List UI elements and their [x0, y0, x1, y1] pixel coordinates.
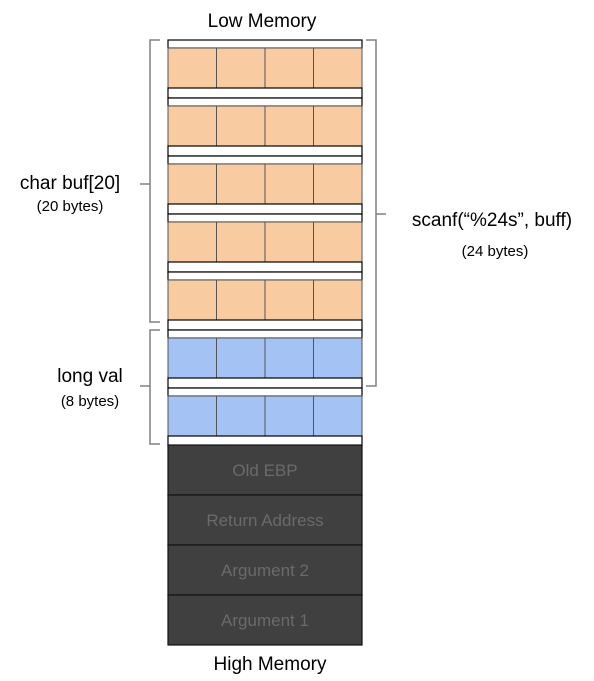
row-separator	[167, 97, 363, 107]
row-separator	[167, 271, 363, 281]
buf-byte-cell	[264, 47, 314, 89]
buf-byte-cell	[216, 47, 266, 89]
row-separator	[167, 39, 363, 49]
high-memory-label: High Memory	[214, 654, 327, 675]
stack-block	[167, 544, 363, 596]
stack-block-label: Argument 1	[221, 611, 309, 630]
buf-byte-cell	[167, 47, 217, 89]
stack-block-label: Return Address	[206, 511, 323, 530]
row-separator	[167, 377, 363, 389]
memory-column	[167, 39, 363, 447]
val-byte-cell	[264, 337, 314, 379]
buf-byte-cell	[216, 221, 266, 263]
buf-byte-cell	[216, 163, 266, 205]
val-byte-cell	[313, 395, 363, 437]
val-brace	[140, 329, 160, 445]
val-byte-cell	[216, 337, 266, 379]
buf-byte-cell	[313, 105, 363, 147]
val-byte-cell	[264, 395, 314, 437]
buf-byte-cell	[313, 47, 363, 89]
val-row	[167, 395, 363, 437]
buf-row	[167, 221, 363, 263]
buf-byte-cell	[167, 221, 217, 263]
scanf-size-label: (24 bytes)	[462, 243, 529, 260]
row-separator	[167, 387, 363, 397]
stack-block	[167, 444, 363, 496]
buf-byte-cell	[216, 105, 266, 147]
scanf-brace	[366, 39, 386, 387]
val-byte-cell	[216, 395, 266, 437]
buf-row	[167, 105, 363, 147]
buf-byte-cell	[167, 163, 217, 205]
buf-byte-cell	[216, 279, 266, 321]
buf-brace	[140, 39, 160, 323]
val-byte-cell	[313, 337, 363, 379]
buf-row	[167, 47, 363, 89]
buf-byte-cell	[313, 221, 363, 263]
stack-block-label: Argument 2	[221, 561, 309, 580]
scanf-call-label: scanf(“%24s”, buff)	[412, 210, 572, 231]
buf-byte-cell	[167, 279, 217, 321]
val-byte-cell	[167, 337, 217, 379]
buf-byte-cell	[264, 163, 314, 205]
row-separator	[167, 155, 363, 165]
buf-byte-cell	[264, 221, 314, 263]
buf-byte-cell	[167, 105, 217, 147]
low-memory-label: Low Memory	[208, 11, 317, 32]
buf-name-label: char buf[20]	[20, 173, 120, 194]
row-separator	[167, 203, 363, 215]
row-separator	[167, 329, 363, 339]
row-separator	[167, 145, 363, 157]
buf-byte-cell	[264, 105, 314, 147]
row-separator	[167, 213, 363, 223]
buf-byte-cell	[313, 163, 363, 205]
buf-row	[167, 163, 363, 205]
buf-byte-cell	[264, 279, 314, 321]
buf-byte-cell	[313, 279, 363, 321]
stack-block	[167, 594, 363, 646]
row-separator	[167, 319, 363, 331]
stack-block-label: Old EBP	[232, 461, 297, 480]
row-separator	[167, 261, 363, 273]
val-byte-cell	[167, 395, 217, 437]
val-size-label: (8 bytes)	[61, 393, 119, 410]
row-separator	[167, 87, 363, 99]
val-name-label: long val	[57, 366, 123, 387]
buf-row	[167, 279, 363, 321]
val-row	[167, 337, 363, 379]
buf-size-label: (20 bytes)	[37, 198, 104, 215]
